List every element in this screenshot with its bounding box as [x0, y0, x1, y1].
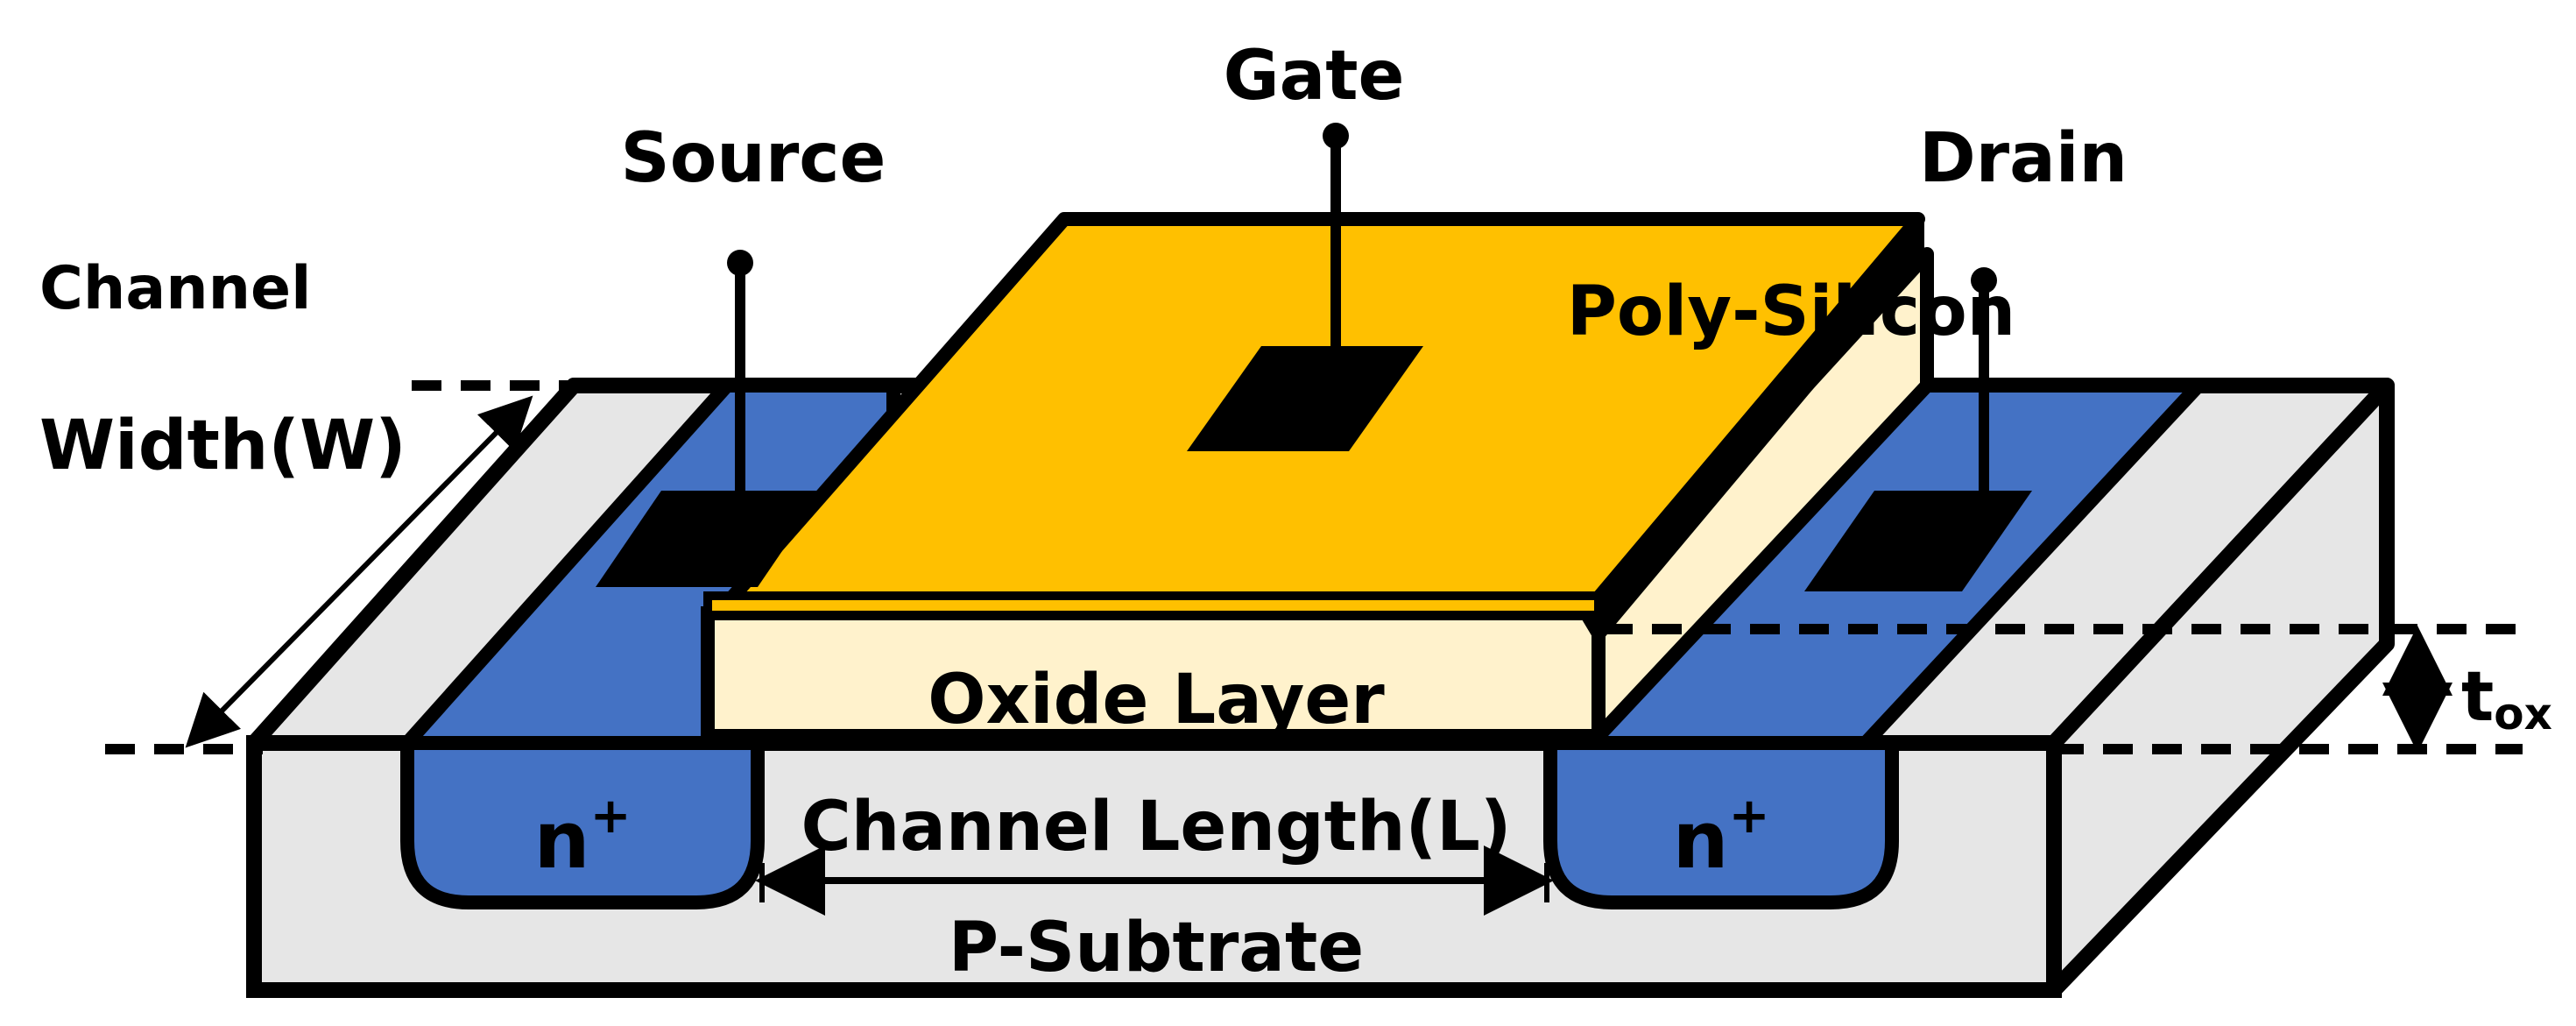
- poly-silicon-front: [703, 591, 1603, 619]
- source-n-plus-label: n+: [534, 788, 632, 887]
- oxide-layer-label: Oxide Layer: [928, 661, 1385, 739]
- drain-n-plus-label: n+: [1673, 788, 1770, 887]
- channel-width-arrow: [185, 395, 533, 748]
- gate-terminal-dot: [1323, 123, 1349, 149]
- gate-contact-pad: [1187, 346, 1423, 451]
- channel-length-label: Channel Length(L): [801, 788, 1511, 867]
- gate-label: Gate: [1224, 37, 1405, 116]
- tox-label: tox: [2461, 658, 2552, 739]
- substrate-label: P-Subtrate: [949, 909, 1364, 987]
- source-contact-pad: [596, 491, 823, 587]
- poly-silicon-side: [1579, 213, 1924, 641]
- poly-silicon-label: Poly-Silicon: [1567, 272, 2015, 351]
- drain-label: Drain: [1919, 119, 2128, 198]
- drain-terminal-dot: [1971, 267, 1997, 294]
- source-terminal-dot: [727, 250, 753, 276]
- channel-width-label-line1: Channel: [39, 254, 311, 323]
- drain-contact-pad: [1804, 491, 2032, 591]
- channel-width-label-line2: Width(W): [39, 407, 406, 485]
- drain-well: [1543, 736, 1899, 909]
- source-label: Source: [621, 119, 886, 198]
